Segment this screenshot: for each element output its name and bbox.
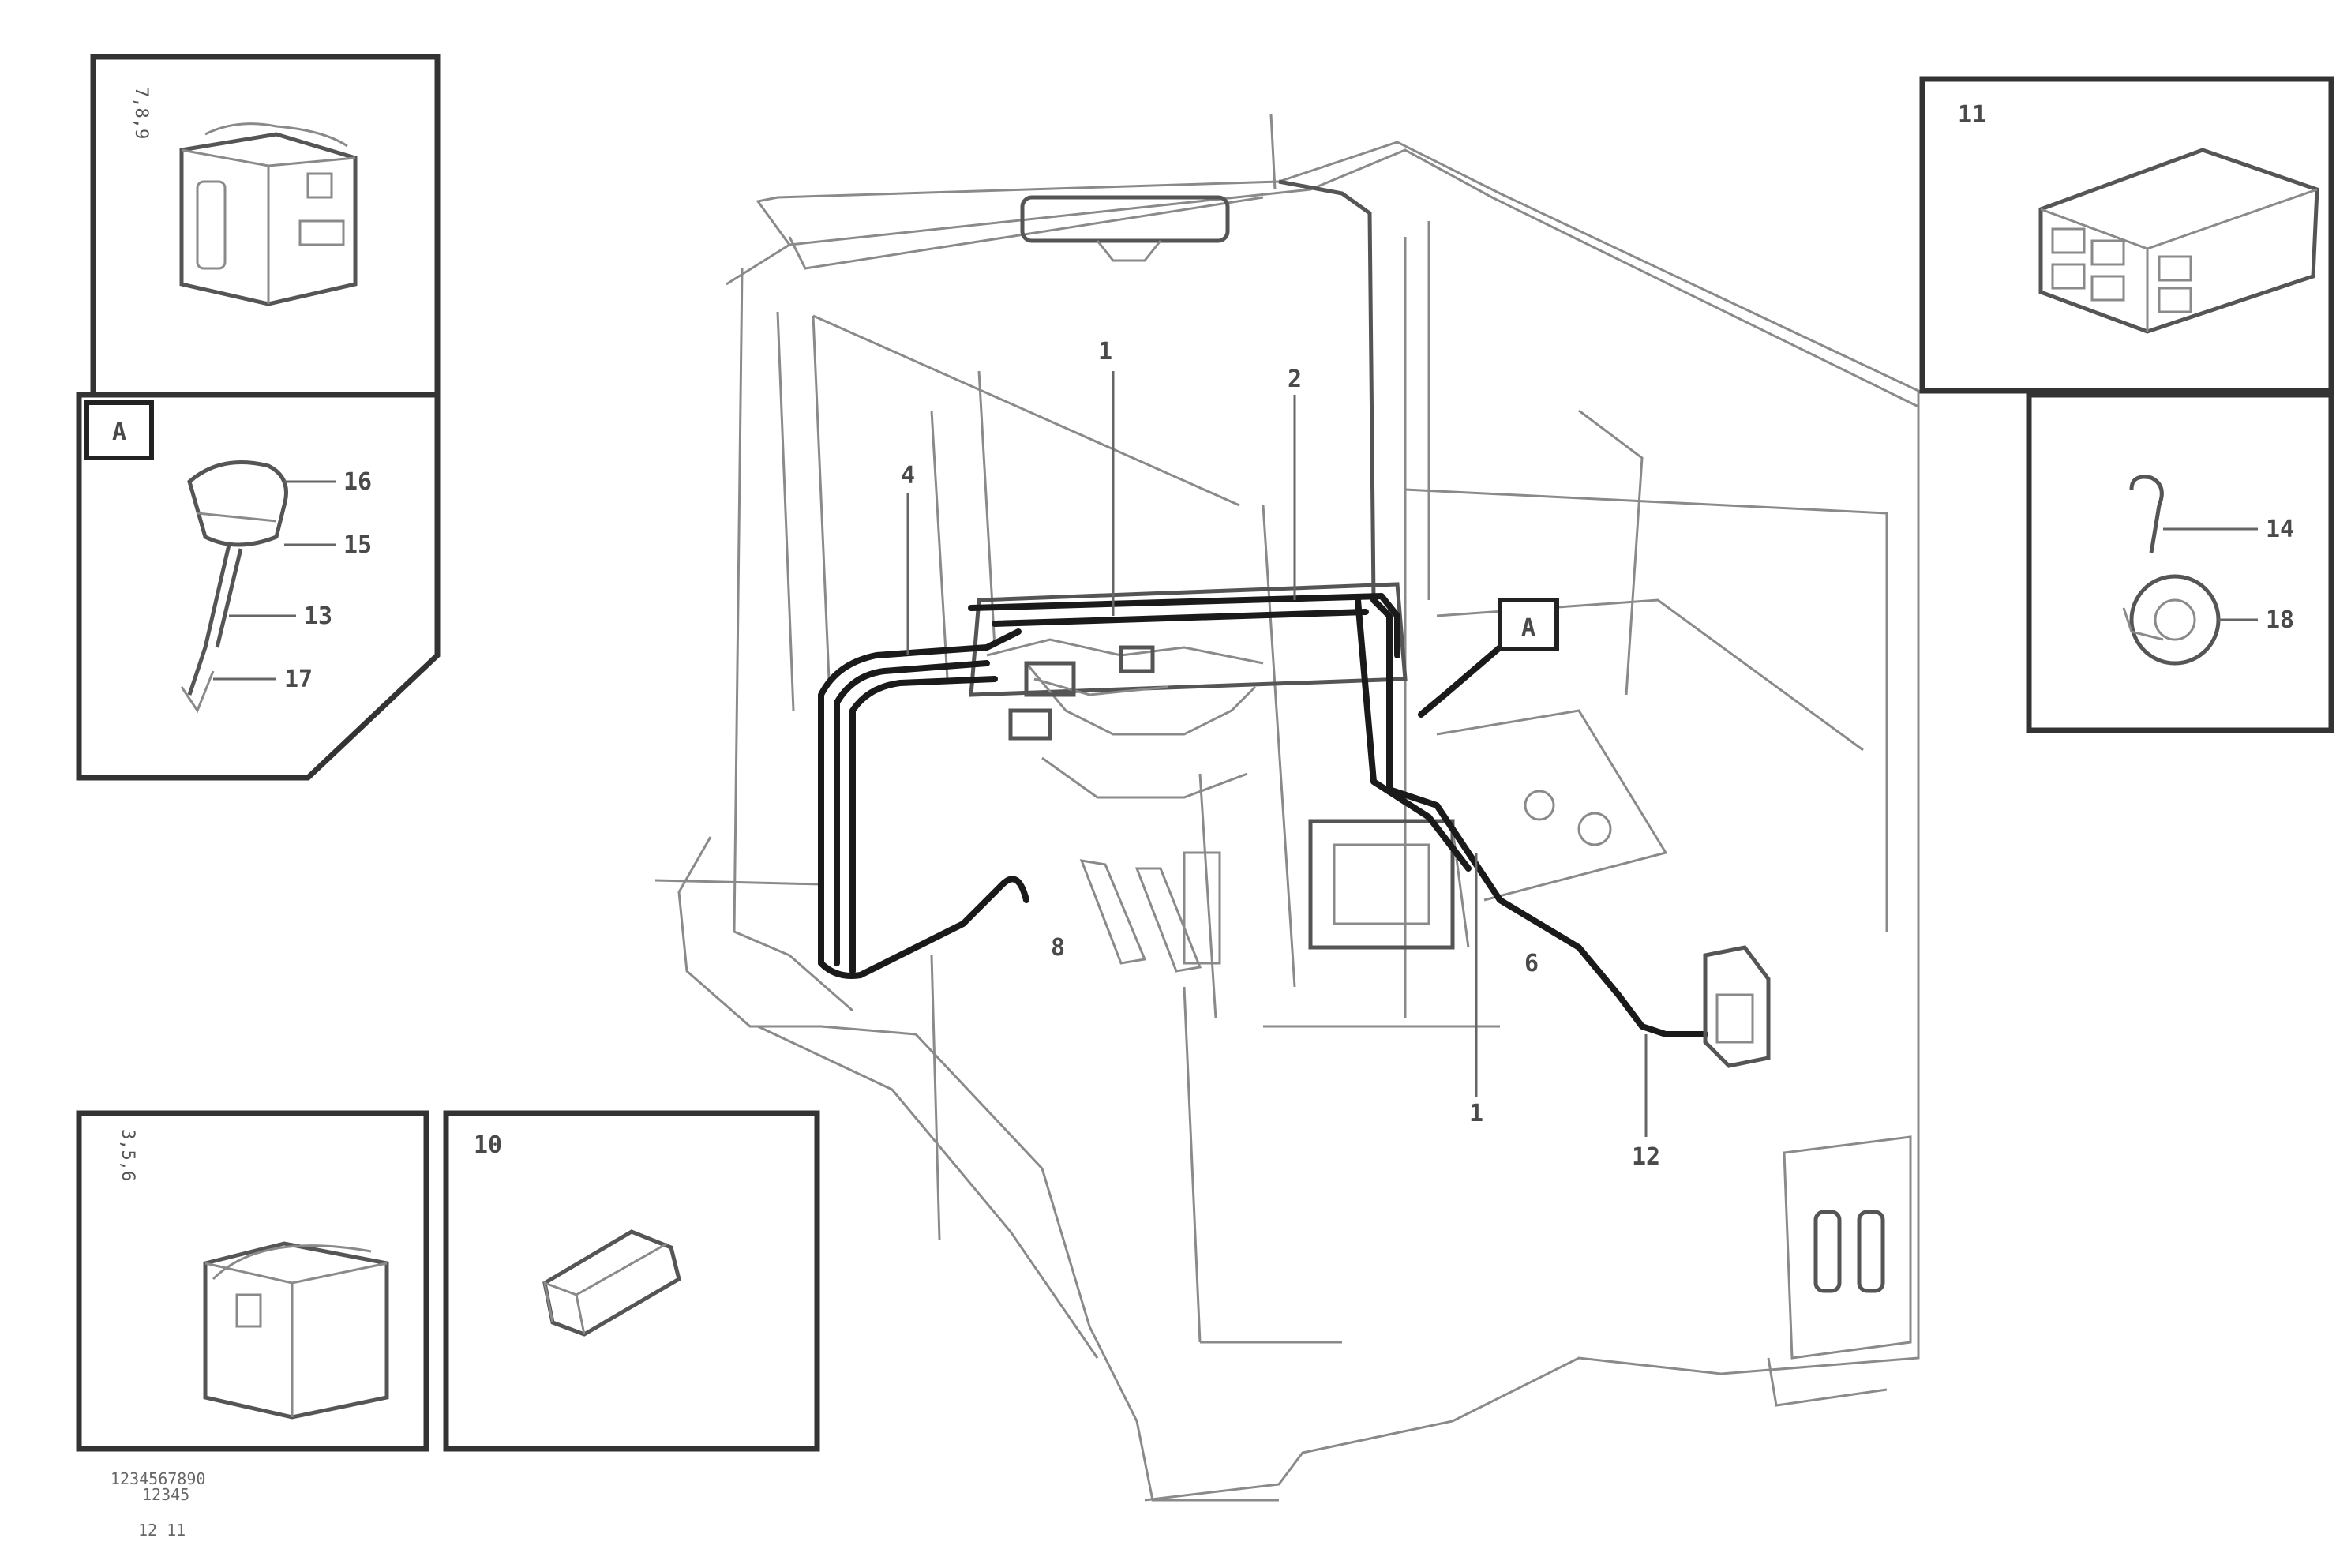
inset-bl-ids: 3,5,6 <box>118 1129 137 1181</box>
callout-1-top: 1 <box>1098 338 1112 366</box>
callout-17: 17 <box>284 666 313 693</box>
callout-10: 10 <box>474 1131 502 1159</box>
relay-box <box>1703 945 1771 1068</box>
callout-12: 12 <box>1632 1143 1660 1171</box>
callout-14: 14 <box>2266 516 2294 543</box>
inset-bottom-left: 3,5,6 <box>76 1110 429 1452</box>
drawing-id: 1234567890 12345 12 11 <box>111 1469 205 1540</box>
inset-fuse: 10 <box>443 1110 820 1452</box>
inset-tl-ids: 7,8,9 <box>131 87 151 139</box>
inset-sensor: 14 18 <box>2026 392 2334 733</box>
relay-icon <box>179 132 358 306</box>
callout-16: 16 <box>343 468 372 496</box>
callout-18: 18 <box>2266 606 2294 634</box>
drawing-id-line1: 1234567890 <box>111 1469 205 1488</box>
drawing-id-line2: 12345 <box>142 1485 189 1504</box>
drawing-id-line3: 12 11 <box>138 1521 186 1540</box>
callout-11: 11 <box>1958 101 1986 129</box>
callout-2: 2 <box>1288 366 1302 393</box>
callout-4: 4 <box>901 462 915 490</box>
callout-1-bottom: 1 <box>1469 1100 1483 1127</box>
inset-control-unit: 11 <box>1919 76 2334 394</box>
callout-6: 6 <box>1524 950 1539 977</box>
callout-8: 8 <box>1051 934 1065 962</box>
control-unit <box>1308 819 1455 950</box>
detail-a-marker: A <box>1498 598 1559 651</box>
inset-top-left: 7,8,9 <box>90 54 441 398</box>
wiring-harness <box>818 593 1771 1068</box>
callout-15: 15 <box>343 531 372 559</box>
rear-box <box>1783 1135 1912 1360</box>
detail-a-label: A <box>1521 614 1535 642</box>
inset-a-label: A <box>112 418 126 446</box>
roof-light <box>1020 195 1230 243</box>
dashboard <box>969 582 1668 973</box>
callout-13: 13 <box>304 602 332 630</box>
switch-icon <box>187 460 288 547</box>
relay-icon-2 <box>203 1241 389 1420</box>
main-callouts: 1 2 4 8 1 6 12 <box>901 338 1660 1171</box>
inset-detail-a: A 16 15 13 17 <box>76 392 441 781</box>
ecu-icon <box>2038 148 2319 334</box>
cab-body <box>654 114 1920 1502</box>
sensor-icon <box>2129 475 2164 553</box>
